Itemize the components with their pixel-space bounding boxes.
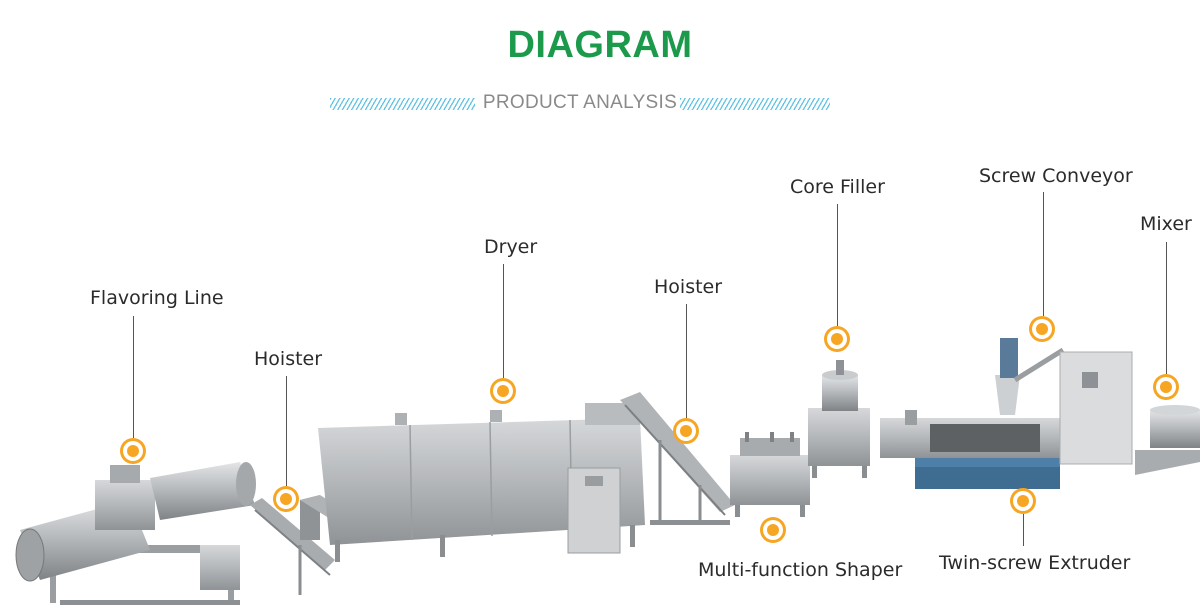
leader-line-mixer xyxy=(1166,242,1167,374)
leader-line-hoister-2 xyxy=(686,304,687,418)
leader-line-hoister-1 xyxy=(286,376,287,486)
hatch-decoration-right xyxy=(680,98,830,110)
subtitle-banner: PRODUCT ANALYSIS xyxy=(330,88,830,120)
label-core-filler: Core Filler xyxy=(790,176,885,198)
leader-line-screw-conveyor xyxy=(1043,192,1044,316)
multi-function-shaper-machine xyxy=(730,432,810,517)
mixer-machine xyxy=(1135,405,1200,475)
hoister-1-machine xyxy=(250,498,335,595)
label-dryer: Dryer xyxy=(484,236,538,258)
label-twin-screw-extruder: Twin-screw Extruder xyxy=(939,552,1131,574)
diagram-title: DIAGRAM xyxy=(507,24,693,66)
leader-line-twin-screw-extruder xyxy=(1023,514,1024,546)
label-mixer: Mixer xyxy=(1140,213,1192,235)
label-screw-conveyor: Screw Conveyor xyxy=(979,165,1133,187)
marker-mixer[interactable] xyxy=(1153,374,1179,400)
flavoring-line-machine xyxy=(15,462,256,605)
marker-multi-function-shaper[interactable] xyxy=(760,517,786,543)
marker-flavoring-line[interactable] xyxy=(120,438,146,464)
leader-line-flavoring-line xyxy=(133,316,134,438)
marker-hoister-2[interactable] xyxy=(673,418,699,444)
leader-line-core-filler xyxy=(837,204,838,326)
hatch-decoration-left xyxy=(330,98,475,110)
hoister-2-machine xyxy=(620,392,735,525)
marker-dryer[interactable] xyxy=(490,378,516,404)
core-filler-machine xyxy=(808,360,870,478)
dryer-machine xyxy=(300,403,645,562)
label-hoister-2: Hoister xyxy=(654,276,723,298)
marker-core-filler[interactable] xyxy=(824,326,850,352)
label-hoister-1: Hoister xyxy=(254,348,323,370)
twin-screw-extruder-machine xyxy=(880,338,1133,489)
leader-line-dryer xyxy=(503,264,504,378)
label-multi-function-shaper: Multi-function Shaper xyxy=(698,559,903,581)
marker-twin-screw-extruder[interactable] xyxy=(1010,488,1036,514)
label-flavoring-line: Flavoring Line xyxy=(90,287,224,309)
marker-screw-conveyor[interactable] xyxy=(1029,316,1055,342)
marker-hoister-1[interactable] xyxy=(273,486,299,512)
diagram-subtitle: PRODUCT ANALYSIS xyxy=(482,92,678,113)
